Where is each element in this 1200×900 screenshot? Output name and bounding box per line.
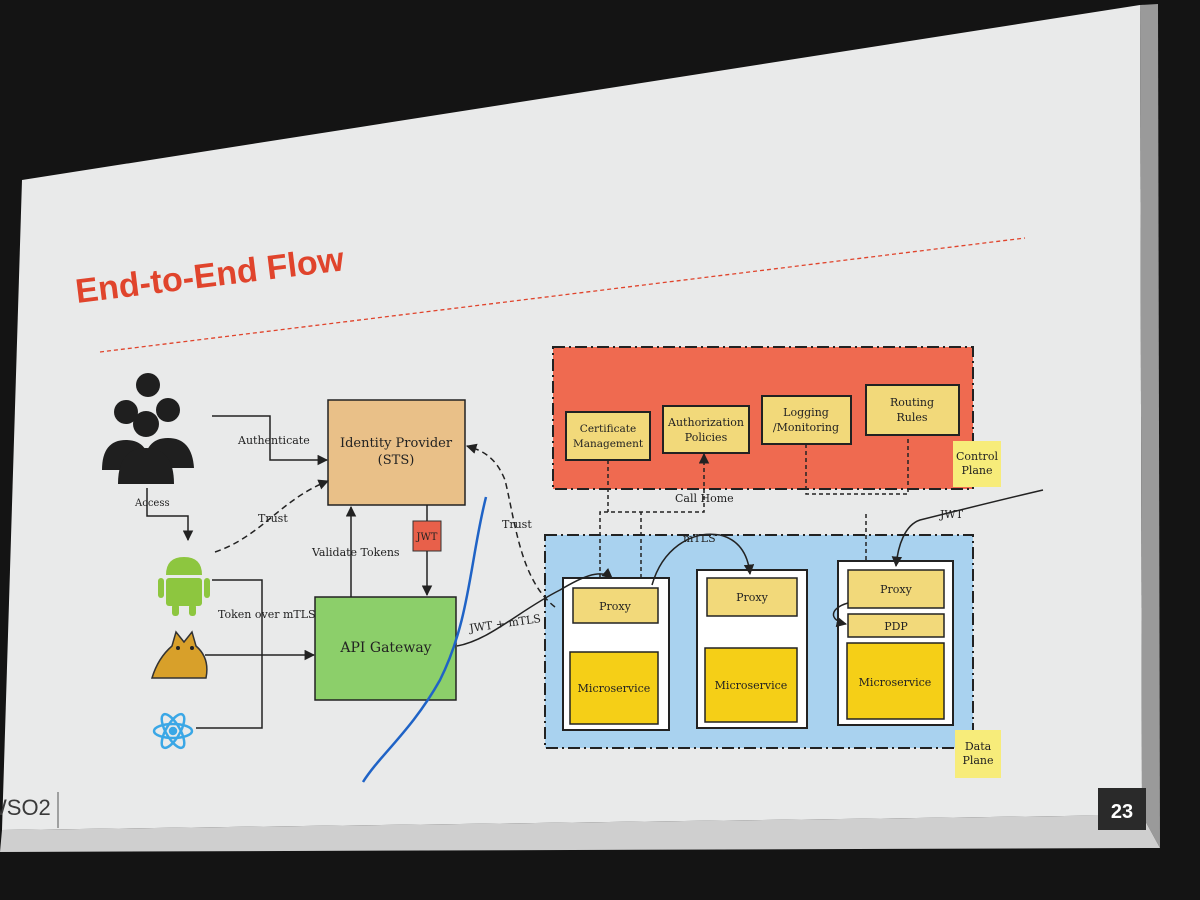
jwt-right-label: JWT — [939, 508, 964, 521]
token-over-mtls-edge — [196, 579, 314, 729]
jwt-mtls-edge — [456, 567, 613, 647]
slide-number-label: 23 — [1111, 801, 1133, 823]
trust-edge-left — [214, 479, 329, 553]
pdp-box: PDP — [847, 613, 945, 638]
authenticate-edge — [212, 415, 329, 466]
title-divider-top — [99, 237, 1026, 353]
microservice-label-3: Microservice — [859, 676, 932, 689]
trust-edge-right — [465, 443, 556, 608]
control-plane-note-line1: Control — [956, 450, 998, 463]
proxy-label-2: Proxy — [736, 591, 768, 604]
certificate-management-line2: Management — [573, 438, 644, 450]
proxy-to-pdp-edge — [832, 602, 849, 628]
routing-rules-line2: Rules — [896, 411, 927, 424]
proxy-box-3: Proxy — [847, 569, 945, 609]
proxy-label-3: Proxy — [880, 583, 912, 596]
access-edge — [146, 488, 194, 542]
android-icon — [158, 557, 210, 616]
slide-number-badge: 23 — [1098, 788, 1146, 830]
certificate-management-line1: Certificate — [580, 423, 636, 435]
certificate-management-box: Certificate Management — [565, 411, 651, 461]
microservice-label-2: Microservice — [715, 679, 788, 692]
jwt-badge-label: JWT — [416, 532, 438, 543]
slide-footer-band — [0, 815, 1160, 852]
authorization-policies-box: Authorization Policies — [662, 405, 750, 454]
jwt-badge: JWT — [412, 520, 442, 552]
pdp-label: PDP — [884, 620, 908, 633]
proxy-box-2: Proxy — [706, 577, 798, 617]
control-plane-note-line2: Plane — [961, 464, 992, 477]
data-plane-note: Data Plane — [955, 730, 1001, 778]
slide-right-shadow — [1140, 4, 1160, 848]
identity-provider-box: Identity Provider (STS) — [327, 399, 466, 506]
validate-tokens-label: Validate Tokens — [311, 546, 400, 559]
microservice-label-1: Microservice — [578, 682, 651, 695]
call-home-edge — [599, 452, 710, 578]
jwt-right-edge — [891, 489, 1044, 568]
routing-rules-line1: Routing — [890, 396, 934, 409]
logging-monitoring-box: Logging /Monitoring — [761, 395, 852, 445]
microservice-box-1: Microservice — [569, 651, 659, 725]
mtls-label: mTLS — [683, 532, 716, 545]
mtls-edge — [651, 533, 755, 586]
routing-rules-box: Routing Rules — [865, 384, 960, 436]
control-plane-note: Control Plane — [953, 441, 1001, 487]
microservice-box-2: Microservice — [704, 647, 798, 723]
logging-monitoring-line2: /Monitoring — [773, 421, 839, 434]
react-icon — [152, 712, 194, 750]
token-over-mtls-label: Token over mTLS — [218, 608, 316, 621]
trust-left-label: Trust — [258, 512, 288, 525]
proxy-box-1: Proxy — [572, 587, 659, 624]
microservice-box-3: Microservice — [846, 642, 945, 720]
tomcat-icon — [150, 630, 208, 679]
call-home-label: Call Home — [675, 492, 734, 505]
idp-label-line2: (STS) — [378, 453, 415, 468]
authorization-policies-line1: Authorization — [667, 416, 744, 429]
idp-label-line1: Identity Provider — [340, 436, 453, 451]
trust-right-label: Trust — [502, 518, 532, 531]
proxy-label-1: Proxy — [599, 600, 631, 613]
logging-monitoring-line1: Logging — [783, 406, 829, 419]
data-plane-note-line2: Plane — [962, 754, 993, 767]
users-group-icon — [102, 373, 194, 484]
authorization-policies-line2: Policies — [685, 431, 728, 444]
authenticate-label: Authenticate — [237, 434, 310, 447]
access-label: Access — [134, 498, 170, 509]
data-plane-note-line1: Data — [965, 740, 992, 753]
network-boundary-line — [361, 496, 488, 783]
wso2-logo-text: WSO2 — [0, 795, 51, 820]
api-gateway-box: API Gateway — [314, 596, 457, 701]
api-gateway-label: API Gateway — [339, 640, 431, 656]
